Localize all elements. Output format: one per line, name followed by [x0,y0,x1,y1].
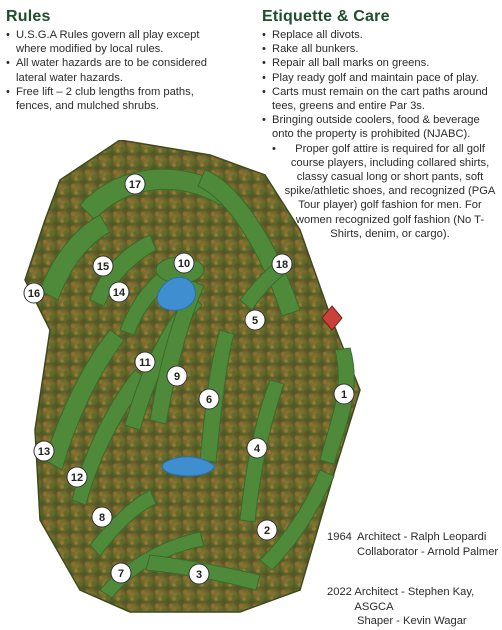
hole-marker-10: 10 [173,252,195,274]
hole-number-4: 4 [254,443,261,455]
rules-list: U.S.G.A Rules govern all play except whe… [6,28,231,113]
etiquette-item: Play ready golf and maintain pace of pla… [262,71,498,85]
hole-number-3: 3 [196,569,202,581]
hole-number-1: 1 [341,389,347,401]
credit-year: 2022 [327,586,352,598]
hole-number-9: 9 [174,371,180,383]
etiquette-item: Rake all bunkers. [262,42,498,56]
hole-marker-12: 12 [66,466,88,488]
hole-marker-3: 3 [188,563,210,585]
fairway-1 [319,347,355,465]
etiquette-title: Etiquette & Care [262,8,390,25]
hole-marker-11: 11 [134,351,156,373]
hole-marker-5: 5 [244,309,266,331]
rules-panel: Rules U.S.G.A Rules govern all play exce… [6,8,231,113]
hole-number-17: 17 [129,179,141,191]
hole-marker-8: 8 [91,506,113,528]
hole-marker-18: 18 [271,253,293,275]
hole-marker-7: 7 [110,562,132,584]
hole-number-15: 15 [97,261,109,273]
credit-year: 1964 [327,531,352,543]
hole-number-7: 7 [118,568,124,580]
hole-marker-2: 2 [256,519,278,541]
etiquette-panel: Etiquette & Care Replace all divots. Rak… [262,8,498,241]
hole-marker-9: 9 [166,365,188,387]
credit-2022: 2022 Architect - Stephen Kay, ASGCA Shap… [327,585,502,629]
etiquette-item: Carts must remain on the cart paths arou… [262,85,498,113]
hole-number-11: 11 [139,357,151,369]
etiquette-item: Repair all ball marks on greens. [262,56,498,70]
hole-number-10: 10 [178,258,190,270]
hole-marker-4: 4 [246,437,268,459]
hole-marker-17: 17 [124,173,146,195]
credit-1964: 1964 Architect - Ralph Leopardi Collabor… [327,530,498,559]
hole-number-16: 16 [28,288,40,300]
credit-architect: Architect - Ralph Leopardi [357,531,487,543]
hole-marker-15: 15 [92,255,114,277]
credit-collaborator: Collaborator - Arnold Palmer [357,545,499,558]
hole-number-5: 5 [252,315,258,327]
hole-number-2: 2 [264,525,270,537]
hole-number-14: 14 [113,287,126,299]
hole-number-12: 12 [71,472,83,484]
course-map: 1 2 3 4 5 6 7 8 9 10 11 12 13 14 15 16 1… [23,140,361,613]
rules-item: Free lift – 2 club lengths from paths, f… [6,85,231,113]
hole-markers: 1 2 3 4 5 6 7 8 9 10 11 12 13 14 15 16 1… [23,173,355,585]
hole-marker-6: 6 [198,388,220,410]
hole-number-6: 6 [206,394,212,406]
hole-marker-13: 13 [33,440,55,462]
rules-title: Rules [6,8,51,25]
etiquette-list: Replace all divots. Rake all bunkers. Re… [262,28,498,241]
hole-marker-1: 1 [333,383,355,405]
water-hazard-4 [161,456,216,477]
water-hazard-10 [156,276,196,311]
rules-item: All water hazards are to be considered l… [6,56,231,84]
etiquette-item: Bringing outside coolers, food & beverag… [262,113,498,141]
hole-number-13: 13 [38,446,50,458]
clubhouse-icon [321,305,343,331]
hole-marker-14: 14 [108,281,130,303]
fairway-13 [44,329,125,471]
etiquette-item: Proper golf attire is required for all g… [272,142,498,241]
fairway-16 [39,214,111,301]
rules-item: U.S.G.A Rules govern all play except whe… [6,28,231,56]
hole-marker-16: 16 [23,282,45,304]
hole-number-8: 8 [99,512,105,524]
hole-number-18: 18 [276,259,288,271]
fairway-2 [259,469,335,571]
credit-architect: Architect - Stephen Kay, ASGCA [354,586,475,613]
credit-shaper: Shaper - Kevin Wagar [357,615,467,627]
etiquette-item: Replace all divots. [262,28,498,42]
